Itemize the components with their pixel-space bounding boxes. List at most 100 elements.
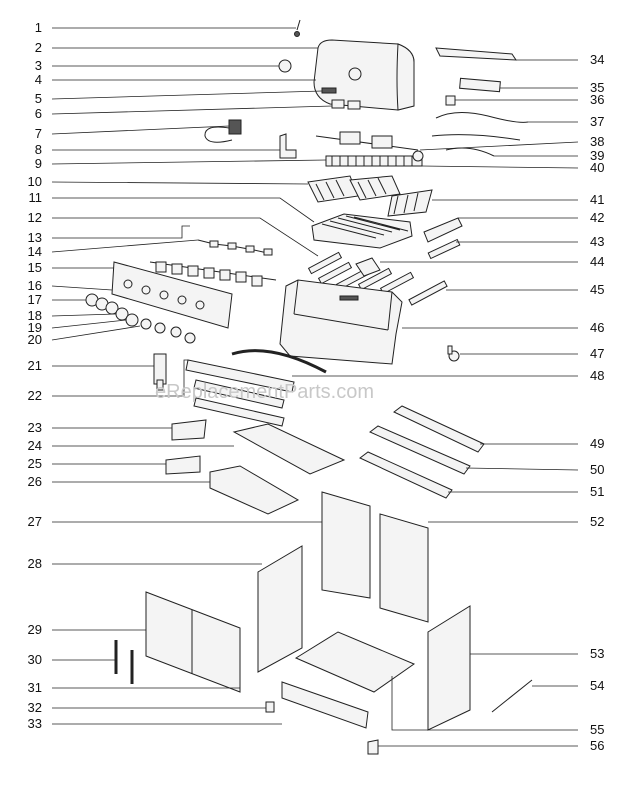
part-left-side-panel <box>321 491 371 599</box>
part-side-burner-cover <box>423 217 463 243</box>
callout-5: 5 <box>35 91 42 106</box>
part-right-door-panel <box>427 605 471 731</box>
callout-36: 36 <box>590 92 604 107</box>
part-heat-deflector-top <box>435 47 517 61</box>
callout-17: 17 <box>28 292 42 307</box>
part-cookbox-rails <box>185 359 295 427</box>
watermark-text: eReplacementParts.com <box>155 381 374 403</box>
callout-2: 2 <box>35 40 42 55</box>
callout-40: 40 <box>590 160 604 175</box>
callout-52: 52 <box>590 514 604 529</box>
callout-46: 46 <box>590 320 604 335</box>
callout-53: 53 <box>590 646 604 661</box>
callout-48: 48 <box>590 368 604 383</box>
part-control-panel <box>111 261 233 329</box>
callout-11: 11 <box>29 190 43 205</box>
callout-35: 35 <box>590 80 604 95</box>
part-door-frame <box>257 545 303 673</box>
part-rotisserie-motor-bracket <box>459 77 501 93</box>
callout-4: 4 <box>35 72 42 87</box>
part-flavorizer-bars <box>311 213 413 249</box>
part-frame-rail-bottom <box>359 451 453 499</box>
callout-50: 50 <box>590 462 604 477</box>
callout-56: 56 <box>590 738 604 753</box>
part-front-rail <box>281 681 369 729</box>
callout-1: 1 <box>35 20 42 35</box>
part-ignition-module <box>204 119 242 143</box>
leader-lines <box>51 27 579 747</box>
callout-7: 7 <box>35 126 42 141</box>
part-slide-out-tray <box>209 465 300 515</box>
callout-31: 31 <box>28 680 42 695</box>
callout-27: 27 <box>28 514 42 529</box>
part-manifold-igniter <box>197 239 273 256</box>
callout-23: 23 <box>28 420 42 435</box>
part-rotisserie-spit <box>431 134 521 141</box>
right-callout-numbers: 34 35 36 37 38 39 40 41 42 43 44 45 46 4… <box>590 52 604 753</box>
part-wire <box>445 147 495 157</box>
part-door-handles <box>114 640 134 684</box>
callout-39: 39 <box>590 148 604 163</box>
part-caster-bracket <box>367 739 379 755</box>
part-right-side-panel <box>379 513 429 623</box>
part-drip-tray-small <box>171 419 207 441</box>
part-screw-set <box>294 19 301 37</box>
callout-22: 22 <box>28 388 42 403</box>
part-cookbox <box>279 279 403 365</box>
callout-34: 34 <box>590 52 604 67</box>
callout-20: 20 <box>28 332 42 347</box>
callout-9: 9 <box>35 156 42 171</box>
callout-14: 14 <box>28 244 42 259</box>
callout-8: 8 <box>35 142 42 157</box>
callout-29: 29 <box>28 622 42 637</box>
callout-19: 19 <box>28 320 42 335</box>
part-thermometer <box>278 59 292 73</box>
part-wire-harness <box>435 112 529 123</box>
callout-13: 13 <box>28 230 42 245</box>
part-regulator <box>153 353 167 391</box>
callout-3: 3 <box>35 58 42 73</box>
callout-10: 10 <box>28 174 42 189</box>
callout-38: 38 <box>590 134 604 149</box>
callout-12: 12 <box>28 210 42 225</box>
part-drawings <box>85 19 533 755</box>
callout-51: 51 <box>590 484 604 499</box>
part-control-knobs <box>85 293 196 344</box>
part-lid <box>313 39 415 111</box>
part-regulator-fitting <box>447 345 460 362</box>
part-bracket <box>279 133 297 159</box>
part-bottom-shelf <box>294 631 416 693</box>
part-burner-tubes <box>307 251 415 295</box>
callout-49: 49 <box>590 436 604 451</box>
part-spacer <box>445 95 456 106</box>
part-catch-pan <box>232 423 346 475</box>
part-gas-hose <box>231 349 327 374</box>
callout-21: 21 <box>28 358 42 373</box>
part-crossover-tube <box>427 238 461 260</box>
callout-25: 25 <box>28 456 42 471</box>
callout-55: 55 <box>590 722 604 737</box>
callout-24: 24 <box>28 438 42 453</box>
part-igniter-wire <box>491 679 533 713</box>
callout-6: 6 <box>35 106 42 121</box>
callout-41: 41 <box>590 192 604 207</box>
callout-37: 37 <box>590 114 604 129</box>
callout-15: 15 <box>28 260 42 275</box>
callout-54: 54 <box>590 678 604 693</box>
callout-42: 42 <box>590 210 604 225</box>
part-cooking-grates <box>307 175 433 217</box>
callout-26: 26 <box>28 474 42 489</box>
part-rotisserie-forks <box>315 131 424 162</box>
callout-45: 45 <box>590 282 604 297</box>
callout-32: 32 <box>28 700 42 715</box>
callout-18: 18 <box>28 308 42 323</box>
part-warming-rack <box>325 155 423 167</box>
part-manifold <box>149 261 277 287</box>
callout-44: 44 <box>590 254 604 269</box>
part-door <box>145 591 241 693</box>
part-frame-rail-middle <box>369 425 471 475</box>
callout-28: 28 <box>28 556 42 571</box>
part-burner-tube-side <box>408 280 448 306</box>
callout-47: 47 <box>590 346 604 361</box>
